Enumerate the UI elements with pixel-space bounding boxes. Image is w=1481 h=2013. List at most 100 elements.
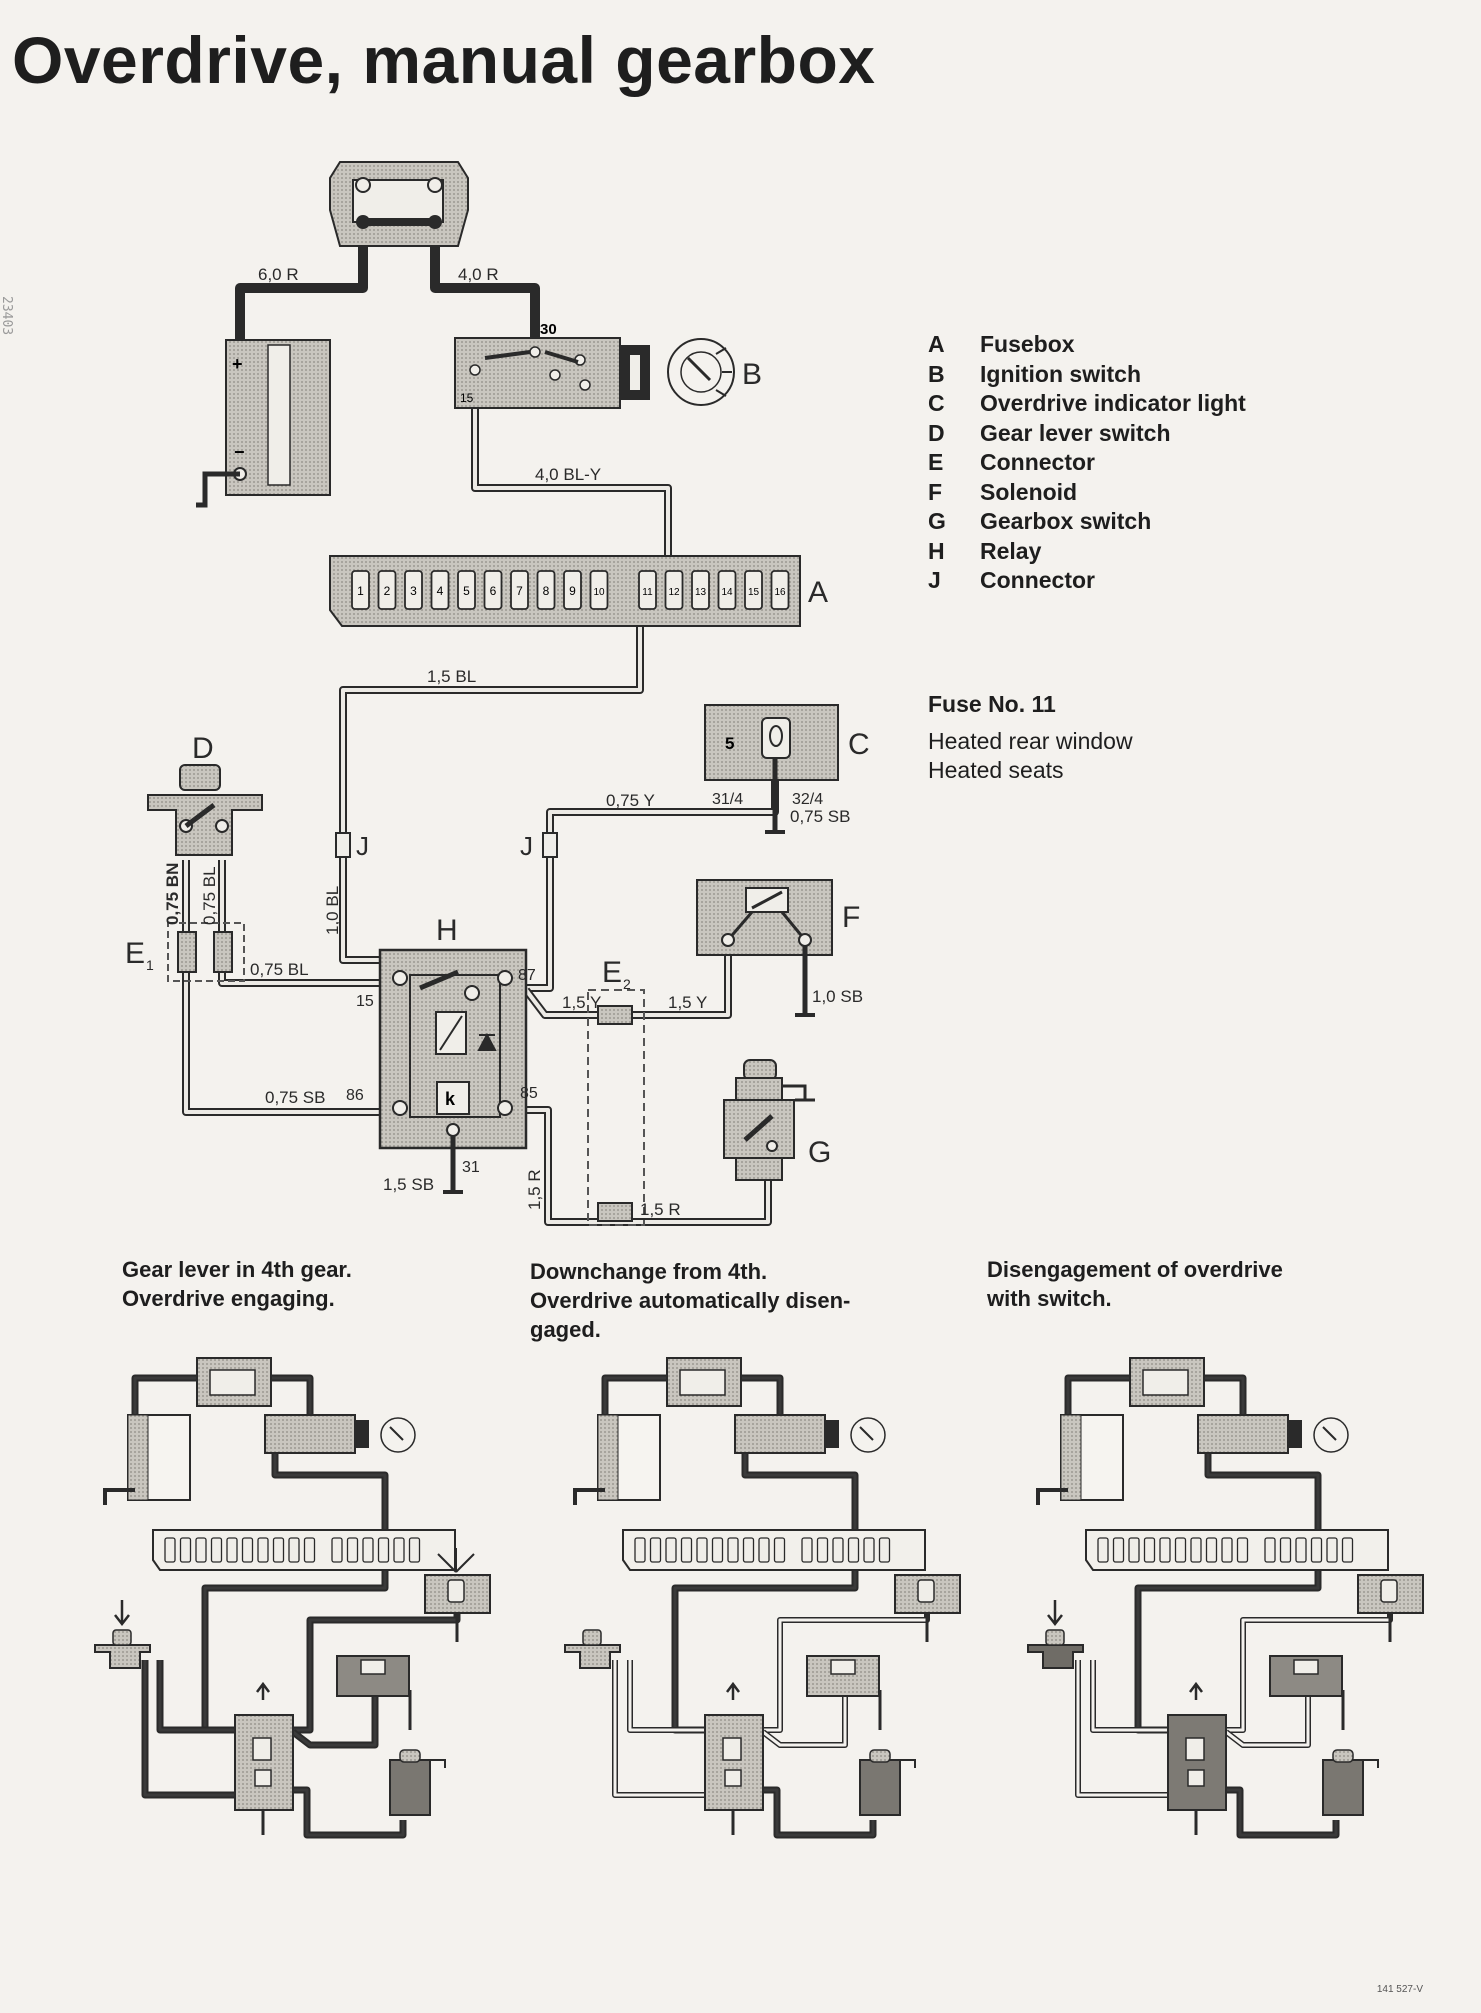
fuse-slot-number: 8 — [543, 584, 550, 598]
legend-key: B — [928, 360, 945, 387]
fuse-slot-number: 15 — [748, 587, 760, 598]
legend-label: Overdrive indicator light — [980, 390, 1246, 416]
fuse-slot — [351, 570, 370, 610]
label-battery-feed: 6,0 R — [258, 265, 299, 284]
label-relay-to-e2: 1,5 Y — [562, 993, 601, 1012]
mini-wire — [1204, 1450, 1322, 1530]
svg-text:k: k — [445, 1089, 456, 1109]
label-ignition-to-fusebox: 4,0 BL-Y — [535, 465, 601, 484]
fuse-slot-number: 4 — [437, 584, 444, 598]
mini-wire — [201, 1552, 389, 1734]
fuse-item: Heated seats — [928, 757, 1064, 783]
svg-text:+: + — [232, 354, 243, 374]
letter-e1: E — [125, 937, 145, 970]
fuse-slot-number: 7 — [516, 584, 523, 598]
fuse-slot-number: 2 — [384, 584, 391, 598]
fuse-slot-number: 10 — [593, 587, 605, 598]
legend-row: G Gearbox switch — [928, 507, 1246, 537]
mini-ignition — [264, 1414, 356, 1454]
label-switch-right: 0,75 BL — [200, 866, 219, 925]
connector-j-right — [542, 832, 558, 858]
label-indicator-ground: 0,75 SB — [790, 807, 851, 826]
label-e1-to-15: 0,75 BL — [250, 960, 309, 979]
letter-h: H — [436, 914, 458, 947]
letter-d: D — [192, 732, 214, 765]
mini-wire — [1090, 1660, 1168, 1733]
mini-ignition — [734, 1414, 826, 1454]
wire-fuse-to-relay — [339, 626, 644, 964]
legend-key: C — [928, 390, 945, 416]
label-e2-to-solenoid: 1,5 Y — [668, 993, 707, 1012]
legend-label: Gearbox switch — [980, 508, 1152, 534]
mini-relay — [704, 1714, 764, 1811]
mini-gear-switch — [564, 1644, 621, 1669]
fuse-slot — [664, 570, 684, 610]
letter-f: F — [842, 901, 860, 934]
label-solenoid-ground: 1,0 SB — [812, 987, 863, 1006]
legend-key: F — [928, 478, 943, 505]
mini-gear-switch — [1027, 1644, 1084, 1669]
indicator-light: 5 — [704, 704, 839, 834]
mini-relay — [234, 1714, 294, 1811]
letter-g: G — [808, 1136, 831, 1169]
mini-gear-switch — [94, 1644, 151, 1669]
fuse-slot-number: 13 — [695, 587, 707, 598]
fuse-slot-number: 1 — [357, 584, 364, 598]
legend-key: G — [928, 508, 946, 534]
mini-gearbox-switch — [859, 1759, 901, 1816]
fuse-slot-number: 5 — [463, 584, 470, 598]
caption-line: Overdrive engaging. — [122, 1286, 335, 1311]
mini-wire — [1226, 1786, 1340, 1839]
letter-e2-sub: 2 — [623, 976, 631, 992]
fuse-slot — [744, 570, 763, 610]
fuse-slot-number: 16 — [774, 587, 786, 598]
fuse-slot — [691, 570, 710, 610]
legend-label: Relay — [980, 537, 1042, 564]
caption-line: Overdrive automatically disen- — [530, 1288, 851, 1313]
mini-wire — [271, 1450, 389, 1530]
mini-gearbox-switch — [1322, 1759, 1364, 1816]
fuse-slot-number: 11 — [642, 587, 653, 598]
fuse-slot — [589, 570, 609, 610]
terminal-30-label: 30 — [540, 321, 557, 338]
svg-text:−: − — [234, 442, 245, 462]
mini-wire — [293, 1786, 407, 1839]
label-e2-to-gearbox: 1,5 R — [640, 1200, 681, 1219]
letter-e1-sub: 1 — [146, 957, 154, 973]
letter-j-left: J — [356, 831, 369, 861]
connector-e1 — [167, 922, 245, 982]
mini-gearbox-switch — [389, 1759, 431, 1816]
legend-key: J — [928, 567, 941, 593]
ignition-switch: 30 15 — [454, 321, 650, 409]
mini-wire — [741, 1450, 859, 1530]
connector-j-left — [335, 832, 351, 858]
legend-key: E — [928, 449, 944, 475]
label-fuse-to-relay: 1,5 BL — [427, 667, 476, 686]
solenoid — [696, 879, 833, 1017]
terminal-relay-87: 87 — [518, 967, 536, 984]
mini-diagram-3 — [1027, 1357, 1424, 1839]
wire-battery-feed — [235, 222, 540, 342]
mini-ignition — [1197, 1414, 1289, 1454]
letter-b: B — [742, 358, 762, 391]
fuse-slot — [404, 570, 423, 610]
legend-label: Gear lever switch — [980, 419, 1171, 446]
label-e1-to-86: 0,75 SB — [265, 1088, 326, 1107]
fuse-slot — [638, 570, 657, 610]
battery: + − — [196, 339, 331, 508]
terminal-15-ign-label: 15 — [460, 391, 474, 405]
fuse-title: Fuse No. 11 — [928, 691, 1056, 717]
caption-line: with switch. — [987, 1286, 1112, 1311]
label-switch-left: 0,75 BN — [163, 863, 182, 925]
fuse-slot-number: 3 — [410, 584, 417, 598]
letter-e2: E — [602, 956, 622, 989]
connector-e2 — [587, 989, 645, 1226]
mini-wire — [763, 1786, 877, 1839]
fuse-item: Heated rear window — [928, 728, 1133, 754]
mini-diagram-2 — [564, 1357, 961, 1839]
